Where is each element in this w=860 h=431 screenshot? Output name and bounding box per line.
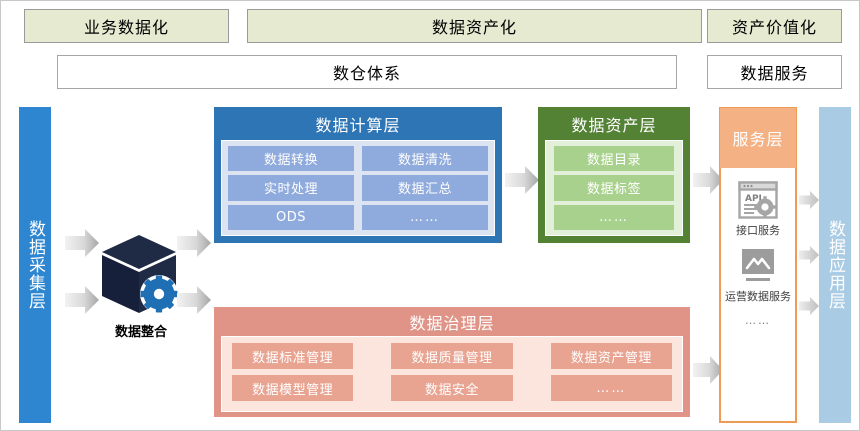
chip-data-aggregation[interactable]: 数据汇总: [362, 175, 488, 201]
arrow-governance-to-service: [693, 356, 723, 384]
service-more-dots: ……: [745, 313, 771, 327]
arrow-integrate-to-governance: [177, 286, 211, 314]
chip-row: 数据标准管理 数据质量管理 数据资产管理: [232, 343, 672, 369]
service-item-label: 接口服务: [736, 224, 780, 237]
sidebar-label: 数据应用层: [825, 220, 846, 310]
sidebar-data-collection-layer: 数据采集层: [19, 107, 51, 423]
panel-title: 数据计算层: [315, 116, 401, 135]
monitor-chart-icon: [742, 248, 774, 281]
arrow-service-to-app-2: [799, 246, 819, 264]
cube-gear-icon: [102, 235, 178, 313]
chip-data-catalog[interactable]: 数据目录: [554, 146, 674, 172]
chip-ods[interactable]: ODS: [228, 204, 354, 230]
panel-title: 服务层: [732, 130, 784, 149]
banner-label: 业务数据化: [83, 18, 169, 37]
banner-label: 资产价值化: [731, 18, 817, 37]
chip-data-standard-management[interactable]: 数据标准管理: [232, 343, 354, 369]
panel-data-governance-layer: 数据治理层 数据标准管理 数据质量管理 数据资产管理 数据模型管理 数据安全: [214, 307, 690, 417]
chip-more[interactable]: ……: [550, 375, 672, 401]
panel-body: API 接口服务: [720, 168, 796, 422]
arrow-collect-to-integrate-bottom: [65, 286, 99, 314]
chip-data-asset-management[interactable]: 数据资产管理: [550, 343, 672, 369]
sidebar-data-application-layer: 数据应用层: [819, 107, 851, 423]
svg-text:API: API: [745, 194, 762, 204]
chip-realtime-processing[interactable]: 实时处理: [228, 175, 354, 201]
banner-label: 数据资产化: [431, 18, 517, 37]
panel-title: 数据治理层: [409, 314, 495, 333]
arrow-collect-to-integrate-top: [65, 229, 99, 257]
banner-asset-valorization: 资产价值化: [707, 9, 842, 43]
panel-body: 数据标准管理 数据质量管理 数据资产管理 数据模型管理 数据安全 ……: [221, 336, 683, 412]
chip-row: ODS ……: [228, 204, 488, 230]
chip-row: 数据模型管理 数据安全 ……: [232, 375, 672, 401]
chip-data-tag[interactable]: 数据标签: [554, 175, 674, 201]
arrow-asset-to-service: [693, 166, 723, 194]
box-data-service: 数据服务: [707, 55, 842, 89]
chip-row: 数据转换 数据清洗: [228, 146, 488, 172]
chip-data-transform[interactable]: 数据转换: [228, 146, 354, 172]
service-item-operations-data[interactable]: 运营数据服务: [725, 248, 791, 304]
panel-title: 数据资产层: [571, 116, 657, 135]
banner-business-datafication: 业务数据化: [24, 9, 229, 43]
chip-more[interactable]: ……: [554, 204, 674, 230]
box-data-warehouse-system: 数仓体系: [57, 55, 677, 89]
chip-data-quality-management[interactable]: 数据质量管理: [391, 343, 513, 369]
panel-data-compute-layer: 数据计算层 数据转换 数据清洗 实时处理 数据汇总: [214, 107, 502, 243]
arrow-compute-to-asset: [505, 166, 539, 194]
panel-service-layer: 服务层 API: [719, 107, 797, 423]
chip-data-cleaning[interactable]: 数据清洗: [362, 146, 488, 172]
api-window-gear-icon: API: [738, 181, 778, 219]
panel-body: 数据转换 数据清洗 实时处理 数据汇总 ODS ……: [221, 140, 495, 236]
chip-data-security[interactable]: 数据安全: [391, 375, 513, 401]
arrow-integrate-to-compute: [177, 229, 211, 257]
chip-row: 实时处理 数据汇总: [228, 175, 488, 201]
panel-body: 数据目录 数据标签 ……: [545, 140, 683, 236]
arrow-service-to-app-3: [799, 297, 819, 315]
sidebar-label: 数据采集层: [25, 220, 46, 310]
arrow-service-to-app-1: [799, 191, 819, 209]
chip-data-model-management[interactable]: 数据模型管理: [232, 375, 354, 401]
integration-label: 数据整合: [114, 325, 167, 340]
chip-more[interactable]: ……: [362, 204, 488, 230]
panel-data-asset-layer: 数据资产层 数据目录 数据标签 ……: [538, 107, 690, 243]
banner-data-assetization: 数据资产化: [247, 9, 702, 43]
box-label: 数仓体系: [332, 64, 401, 83]
service-item-label: 运营数据服务: [725, 289, 791, 303]
service-item-api[interactable]: API 接口服务: [736, 180, 780, 238]
box-label: 数据服务: [740, 64, 809, 83]
